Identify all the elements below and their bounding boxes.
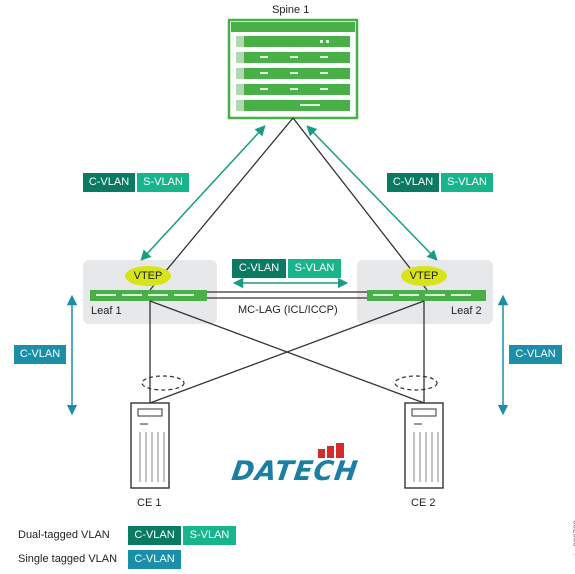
leaf2-vtep-badge: VTEP (401, 266, 447, 286)
ce1-server-icon (130, 402, 170, 489)
leaf1-switch-icon (90, 290, 207, 301)
tag-svlan-mclag: S-VLAN (288, 259, 341, 278)
spine-switch-icon (227, 18, 359, 120)
arrow-spine-leaf2 (306, 125, 438, 261)
arrow-spine-leaf1 (140, 125, 266, 261)
lag-ellipse-ce1 (141, 375, 185, 391)
leaf1-label: Leaf 1 (91, 305, 122, 317)
link-leaf2-ce1 (149, 300, 425, 404)
legend-single-label: Single tagged VLAN (18, 553, 118, 565)
tag-cvlan-mclag: C-VLAN (232, 259, 286, 278)
legend-cvlan-dual: C-VLAN (128, 526, 181, 545)
legend-svlan-dual: S-VLAN (183, 526, 236, 545)
mclag-label: MC-LAG (ICL/ICCP) (238, 304, 338, 316)
leaf1-vtep-badge: VTEP (125, 266, 171, 286)
tag-cvlan-upper-left: C-VLAN (83, 173, 135, 192)
tag-svlan-upper-left: S-VLAN (137, 173, 189, 192)
lag-ellipse-ce2 (394, 375, 438, 391)
ce2-label: CE 2 (411, 497, 436, 509)
ce2-server-icon (404, 402, 444, 489)
logo-mark-icon (318, 443, 344, 458)
tag-cvlan-left: C-VLAN (14, 345, 66, 364)
spine-label: Spine 1 (272, 4, 310, 16)
leaf2-switch-icon (367, 290, 486, 301)
leaf2-label: Leaf 2 (451, 305, 482, 317)
ce1-label: CE 1 (137, 497, 162, 509)
tag-cvlan-upper-right: C-VLAN (387, 173, 439, 192)
legend-dual-label: Dual-tagged VLAN (18, 529, 110, 541)
tag-cvlan-right: C-VLAN (509, 345, 562, 364)
legend-cvlan-single: C-VLAN (128, 550, 181, 569)
tag-svlan-upper-right: S-VLAN (441, 173, 493, 192)
logo-text: DATECH (229, 456, 361, 487)
